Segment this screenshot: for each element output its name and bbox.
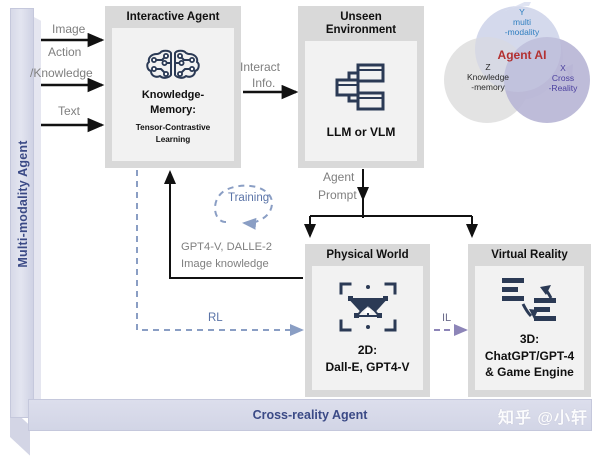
label-rl: RL xyxy=(208,312,223,324)
virtual-reality-caption-2: ChatGPT/GPT-4 xyxy=(484,348,575,363)
unseen-environment-title-line2: Environment xyxy=(325,24,397,37)
label-agent-prompt-2: Prompt xyxy=(318,188,357,202)
label-il: IL xyxy=(442,312,452,324)
label-feedback-2: Image knowledge xyxy=(181,258,269,270)
watermark: 知乎 @小轩 xyxy=(497,410,588,427)
brain-circuit-icon xyxy=(145,45,201,83)
venn-y-line2: -modality xyxy=(504,26,540,37)
node-graph-icon xyxy=(335,63,387,113)
interactive-agent-body: Knowledge- Memory: Tensor-Contrastive Le… xyxy=(112,28,234,161)
label-knowledge: /Knowledge xyxy=(30,66,93,80)
interactive-agent-title: Interactive Agent xyxy=(126,11,220,23)
label-interact-2: Info. xyxy=(252,76,276,90)
diagram-canvas: Multi-modality Agent Interactive Agent xyxy=(10,0,595,456)
virtual-reality-body: 3D: ChatGPT/GPT-4 & Game Engine xyxy=(475,266,584,390)
venn-center-label: Agent AI xyxy=(497,48,547,62)
agent-ai-venn-diagram: Y multi -modality Z Knowledge -memory X … xyxy=(443,0,595,142)
venn-label-y: Y multi -modality xyxy=(487,7,557,37)
virtual-reality-title: Virtual Reality xyxy=(491,249,568,261)
label-text: Text xyxy=(58,104,81,118)
multi-modality-agent-label: Multi-modality Agent xyxy=(16,140,30,268)
venn-x-letter: X xyxy=(560,63,566,73)
label-action: Action xyxy=(48,45,82,59)
drone-target-icon xyxy=(337,281,399,333)
venn-z-line2: -memory xyxy=(471,81,505,92)
connector-lines xyxy=(41,32,478,336)
cross-reality-agent-banner: Cross-reality Agent xyxy=(28,399,592,431)
interactive-agent-caption-2: Memory: xyxy=(150,104,196,117)
node-interactive-agent[interactable]: Interactive Agent xyxy=(105,6,241,168)
unseen-environment-title: Unseen Environment xyxy=(324,6,398,41)
venn-y-letter: Y xyxy=(519,7,525,17)
label-feedback-1: GPT4-V, DALLE-2 xyxy=(181,241,272,253)
unseen-environment-caption: LLM or VLM xyxy=(326,124,396,139)
content-sync-icon xyxy=(501,276,559,324)
physical-world-caption-2: Dall-E, GPT4-V xyxy=(325,360,410,375)
label-interact-1: Interact xyxy=(240,60,281,74)
physical-world-title: Physical World xyxy=(326,249,409,261)
interactive-agent-caption-3: Tensor-Contrastive xyxy=(135,122,211,132)
multi-modality-agent-bar: Multi-modality Agent xyxy=(10,8,34,418)
label-agent-prompt-1: Agent xyxy=(323,170,355,184)
venn-label-z: Z Knowledge -memory xyxy=(455,62,521,92)
unseen-environment-body: LLM or VLM xyxy=(305,41,417,161)
venn-x-line1: Cross xyxy=(551,72,575,83)
cross-reality-agent-label: Cross-reality Agent xyxy=(252,408,368,422)
venn-z-line1: Knowledge xyxy=(466,71,510,82)
virtual-reality-caption-1: 3D: xyxy=(519,332,540,347)
venn-z-letter: Z xyxy=(485,62,491,72)
physical-world-caption-1: 2D: xyxy=(357,343,378,358)
label-training: Training xyxy=(228,192,270,204)
interactive-agent-caption-4: Learning xyxy=(155,134,191,144)
interactive-agent-caption-1: Knowledge- xyxy=(141,89,205,102)
venn-shapes xyxy=(444,0,590,123)
venn-x-line2: -Reality xyxy=(548,82,578,93)
node-unseen-environment[interactable]: Unseen Environment LLM o xyxy=(298,6,424,168)
venn-label-x: X Cross -Reality xyxy=(535,63,591,93)
venn-y-line1: multi xyxy=(513,16,531,27)
label-image: Image xyxy=(52,22,86,36)
physical-world-body: 2D: Dall-E, GPT4-V xyxy=(312,266,423,390)
node-virtual-reality[interactable]: Virtual Reality xyxy=(468,244,591,397)
unseen-environment-title-line1: Unseen xyxy=(340,11,382,23)
node-physical-world[interactable]: Physical World xyxy=(305,244,430,397)
virtual-reality-caption-3: & Game Engine xyxy=(485,365,574,380)
